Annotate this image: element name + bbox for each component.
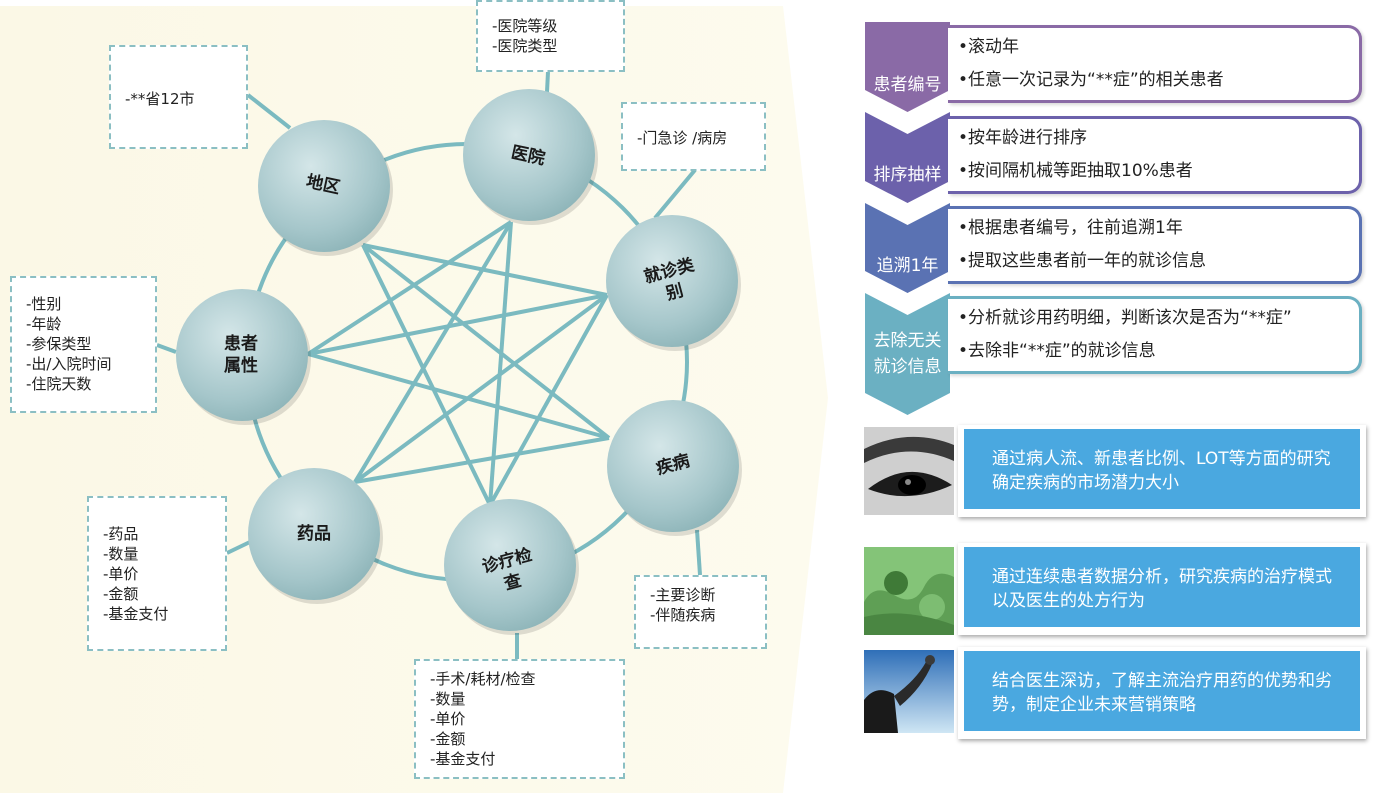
- insight-card-1: 通过病人流、新患者比例、LOT等方面的研究确定疾病的市场潜力大小: [958, 425, 1366, 517]
- step-1-detail-box: •滚动年 •任意一次记录为“**症”的相关患者: [948, 25, 1362, 103]
- step-1-chevron: [865, 22, 950, 112]
- hospital-info-box: -医院等级 -医院类型: [476, 0, 625, 72]
- step-1-label: 患者编号: [873, 75, 942, 95]
- connector-line: [354, 436, 610, 484]
- step-2-chevron: [865, 112, 950, 203]
- step-4-line-2: •去除非“**症”的就诊信息: [958, 341, 1156, 361]
- insight-card-3: 结合医生深访，了解主流治疗用药的优势和劣势，制定企业未来营销策略: [958, 647, 1366, 739]
- step-4-detail-box: •分析就诊用药明细，判断该次是否为“**症” •去除非“**症”的就诊信息: [948, 296, 1362, 374]
- insight-card-1-text: 通过病人流、新患者比例、LOT等方面的研究确定疾病的市场潜力大小: [964, 429, 1360, 509]
- step-2-line-2: •按间隔机械等距抽取10%患者: [958, 161, 1193, 181]
- node-circles: [176, 89, 742, 635]
- node-visit-type: [606, 215, 738, 347]
- connector-lines: [156, 71, 702, 659]
- step-4-line-1: •分析就诊用药明细，判断该次是否为“**症”: [958, 308, 1292, 328]
- connector-line: [307, 293, 608, 356]
- insight-card-3-text: 结合医生深访，了解主流治疗用药的优势和劣势，制定企业未来营销策略: [964, 651, 1360, 731]
- reaching-hand-photo-icon: [864, 650, 954, 733]
- node-patient: [176, 289, 308, 421]
- step-2-label: 排序抽样: [873, 165, 942, 185]
- region-info-box: -**省12市: [109, 45, 248, 149]
- puzzle-photo-icon: [864, 547, 954, 635]
- process-chevrons: [865, 22, 950, 415]
- connector-line: [307, 352, 610, 440]
- node-region: [258, 120, 390, 252]
- step-3-detail-box: •根据患者编号，往前追溯1年 •提取这些患者前一年的就诊信息: [948, 206, 1362, 284]
- insight-card-2-text: 通过连续患者数据分析，研究疾病的治疗模式以及医生的处方行为: [964, 547, 1360, 627]
- step-4-chevron: [865, 293, 950, 415]
- diagnosis-info-box: -手术/耗材/检查 -数量 -单价 -金额 -基金支付: [414, 659, 625, 779]
- insight-card-2: 通过连续患者数据分析，研究疾病的治疗模式以及医生的处方行为: [958, 543, 1366, 635]
- step-4-label: 去除无关 就诊信息: [873, 331, 942, 377]
- node-diagnosis: [444, 499, 576, 631]
- leader-line: [545, 71, 550, 93]
- node-hospital: [463, 89, 595, 221]
- node-label-patient: 患者 属性: [224, 334, 258, 376]
- step-1-line-2: •任意一次记录为“**症”的相关患者: [958, 70, 1224, 90]
- step-3-label: 追溯1年: [876, 256, 939, 276]
- leader-line: [246, 93, 292, 130]
- eye-photo-icon: [864, 427, 954, 515]
- drug-info-box: -药品 -数量 -单价 -金额 -基金支付: [87, 496, 227, 651]
- step-3-line-2: •提取这些患者前一年的就诊信息: [958, 251, 1207, 271]
- patient-info-box: -性别 -年龄 -参保类型 -出/入院时间 -住院天数: [10, 276, 157, 413]
- leader-line: [156, 343, 177, 354]
- leader-line: [226, 539, 253, 555]
- leader-line: [695, 529, 702, 576]
- connector-line: [353, 293, 609, 484]
- step-3-chevron: [865, 203, 950, 293]
- step-1-line-1: •滚动年: [958, 37, 1020, 57]
- step-3-line-1: •根据患者编号，往前追溯1年: [958, 218, 1183, 238]
- connector-line: [488, 294, 609, 506]
- node-drug: [248, 468, 380, 600]
- leader-line: [653, 168, 697, 220]
- visit-type-info-box: -门急诊 /病房: [621, 102, 766, 171]
- node-disease: [607, 400, 739, 532]
- step-2-line-1: •按年龄进行排序: [958, 128, 1088, 148]
- connector-line: [362, 243, 608, 297]
- connector-line: [353, 220, 513, 484]
- disease-info-box: -主要诊断 -伴随疾病: [634, 575, 767, 649]
- connector-line: [361, 243, 611, 440]
- connector-line: [306, 220, 513, 356]
- node-label-drug: 药品: [297, 524, 331, 544]
- step-2-detail-box: •按年龄进行排序 •按间隔机械等距抽取10%患者: [948, 116, 1362, 194]
